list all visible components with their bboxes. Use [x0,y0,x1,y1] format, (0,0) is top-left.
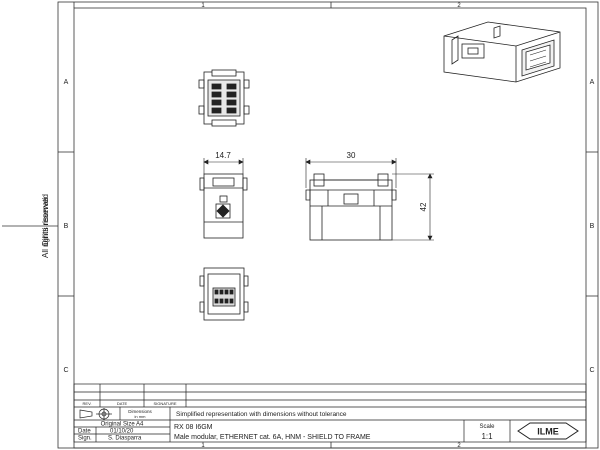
isometric-view [443,21,561,83]
date-label: Date [78,429,91,435]
sign-value: S. Diasparra [108,436,142,442]
rights-reserved-text: All rights reserved [41,194,50,258]
bottom-view [199,267,249,321]
top-view [199,173,248,239]
front-view [198,69,250,127]
date-value: 01/10/20 [110,429,134,435]
title-block-frame [73,383,587,443]
part-number: RX 08 I6GM [174,424,213,431]
row-label-a: A [64,79,69,86]
scale-value: 1:1 [481,432,493,441]
row-label-a-right: A [590,79,595,86]
dimension-side-height: 42 [419,202,428,211]
row-label-c: C [63,367,68,374]
dimension-top-width: 14.7 [215,151,231,160]
dimension-42 [392,173,434,241]
dimension-30 [305,158,397,188]
rev-header: REV. [83,401,92,406]
ilme-logo: ILME [517,422,579,440]
dimension-side-width: 30 [347,151,356,160]
logo-text: ILME [537,427,559,437]
col-label-1-bottom: 1 [201,443,205,449]
diritti-riservati-text: Diritti riservati [41,197,50,246]
row-label-b: B [64,223,69,230]
dimensions-note-line1: Dimensions [128,409,152,414]
col-label-2-bottom: 2 [457,443,461,449]
side-view [305,173,397,241]
row-label-c-right: C [589,367,594,374]
date-header: DATE [117,401,128,406]
tolerance-note: Simplified representation with dimension… [176,411,347,418]
row-label-b-right: B [590,223,595,230]
projection-symbol-icon [79,408,112,420]
original-size: Original Size A4 [101,422,144,428]
col-label-2: 2 [457,3,461,9]
scale-label: Scale [479,424,495,430]
part-description: Male modular, ETHERNET cat. 6A, HNM - SH… [174,434,371,441]
dimensions-note-line2: in mm [135,414,147,419]
signature-header: SIGNATURE [153,401,176,406]
col-label-1: 1 [201,3,205,9]
sign-label: Sign. [78,436,92,442]
dimension-14-7 [203,158,244,174]
